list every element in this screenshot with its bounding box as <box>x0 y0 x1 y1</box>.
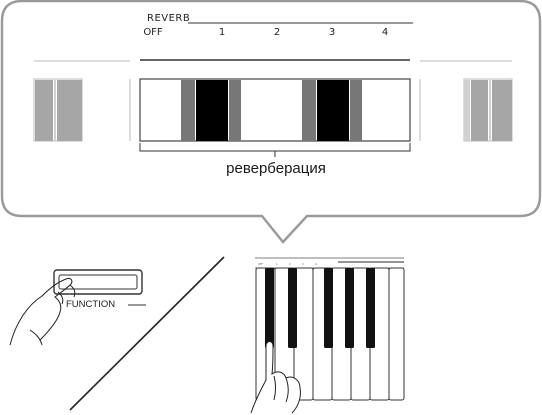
right-hand-icon <box>250 341 301 414</box>
left-hand-icon <box>9 278 76 346</box>
function-button-label: FUNCTION <box>66 299 116 310</box>
right-faded-keys <box>419 78 513 142</box>
diagonal-divider <box>69 256 225 411</box>
svg-text:4: 4 <box>315 262 317 266</box>
level-2: 2 <box>273 27 281 38</box>
level-4: 4 <box>381 27 389 38</box>
svg-text:3: 3 <box>302 262 304 266</box>
reverb-caption: реверберация <box>226 160 326 177</box>
range-bracket <box>139 143 411 157</box>
svg-text:2: 2 <box>289 262 291 266</box>
reverb-title: REVERB <box>147 13 191 24</box>
level-1: 1 <box>218 27 226 38</box>
left-faded-keys <box>33 78 131 142</box>
function-button[interactable] <box>53 269 143 295</box>
center-active-keys <box>139 78 411 142</box>
level-off: OFF <box>143 27 163 38</box>
svg-text:OFF: OFF <box>258 262 264 266</box>
svg-text:1: 1 <box>276 262 278 266</box>
level-3: 3 <box>328 27 336 38</box>
